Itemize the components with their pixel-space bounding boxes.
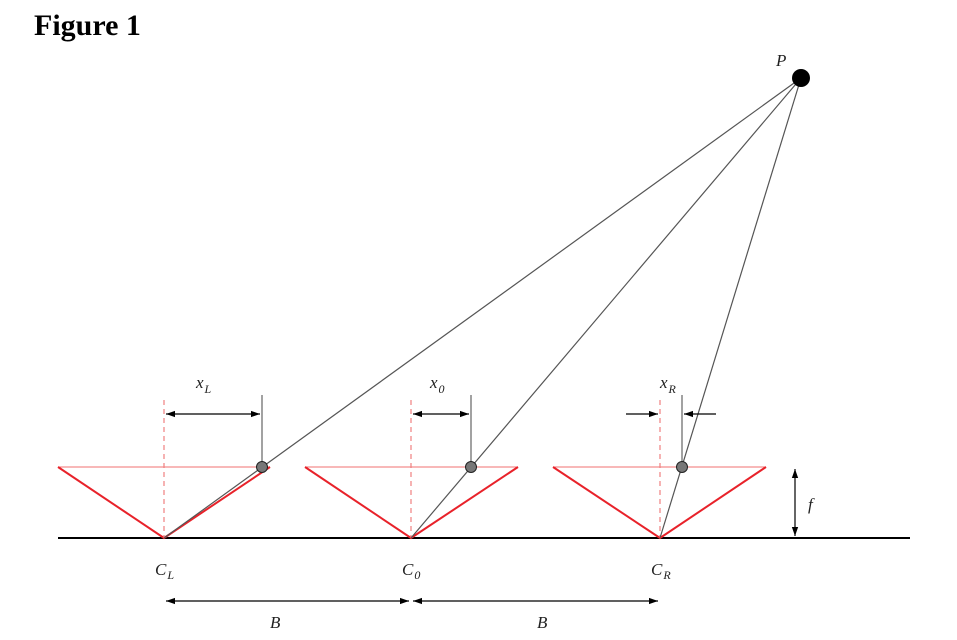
- label-baseline-left: B: [270, 613, 281, 632]
- label-camera-center: C0: [402, 560, 420, 582]
- point-p: [792, 69, 810, 87]
- label-point-p: P: [775, 51, 786, 70]
- label-x-right: xR: [659, 373, 677, 396]
- label-x-left: xL: [195, 373, 212, 396]
- image-point-center: [465, 461, 477, 473]
- image-point-left: [256, 461, 268, 473]
- image-point-right: [676, 461, 688, 473]
- label-x-center: x0: [429, 373, 445, 396]
- ray-center: [410, 77, 802, 539]
- label-camera-left: CL: [155, 560, 174, 582]
- figure-title: Figure 1: [34, 9, 141, 42]
- label-camera-right: CR: [651, 560, 671, 582]
- ray-left: [163, 77, 802, 539]
- label-focal: f: [808, 495, 815, 514]
- label-baseline-right: B: [537, 613, 548, 632]
